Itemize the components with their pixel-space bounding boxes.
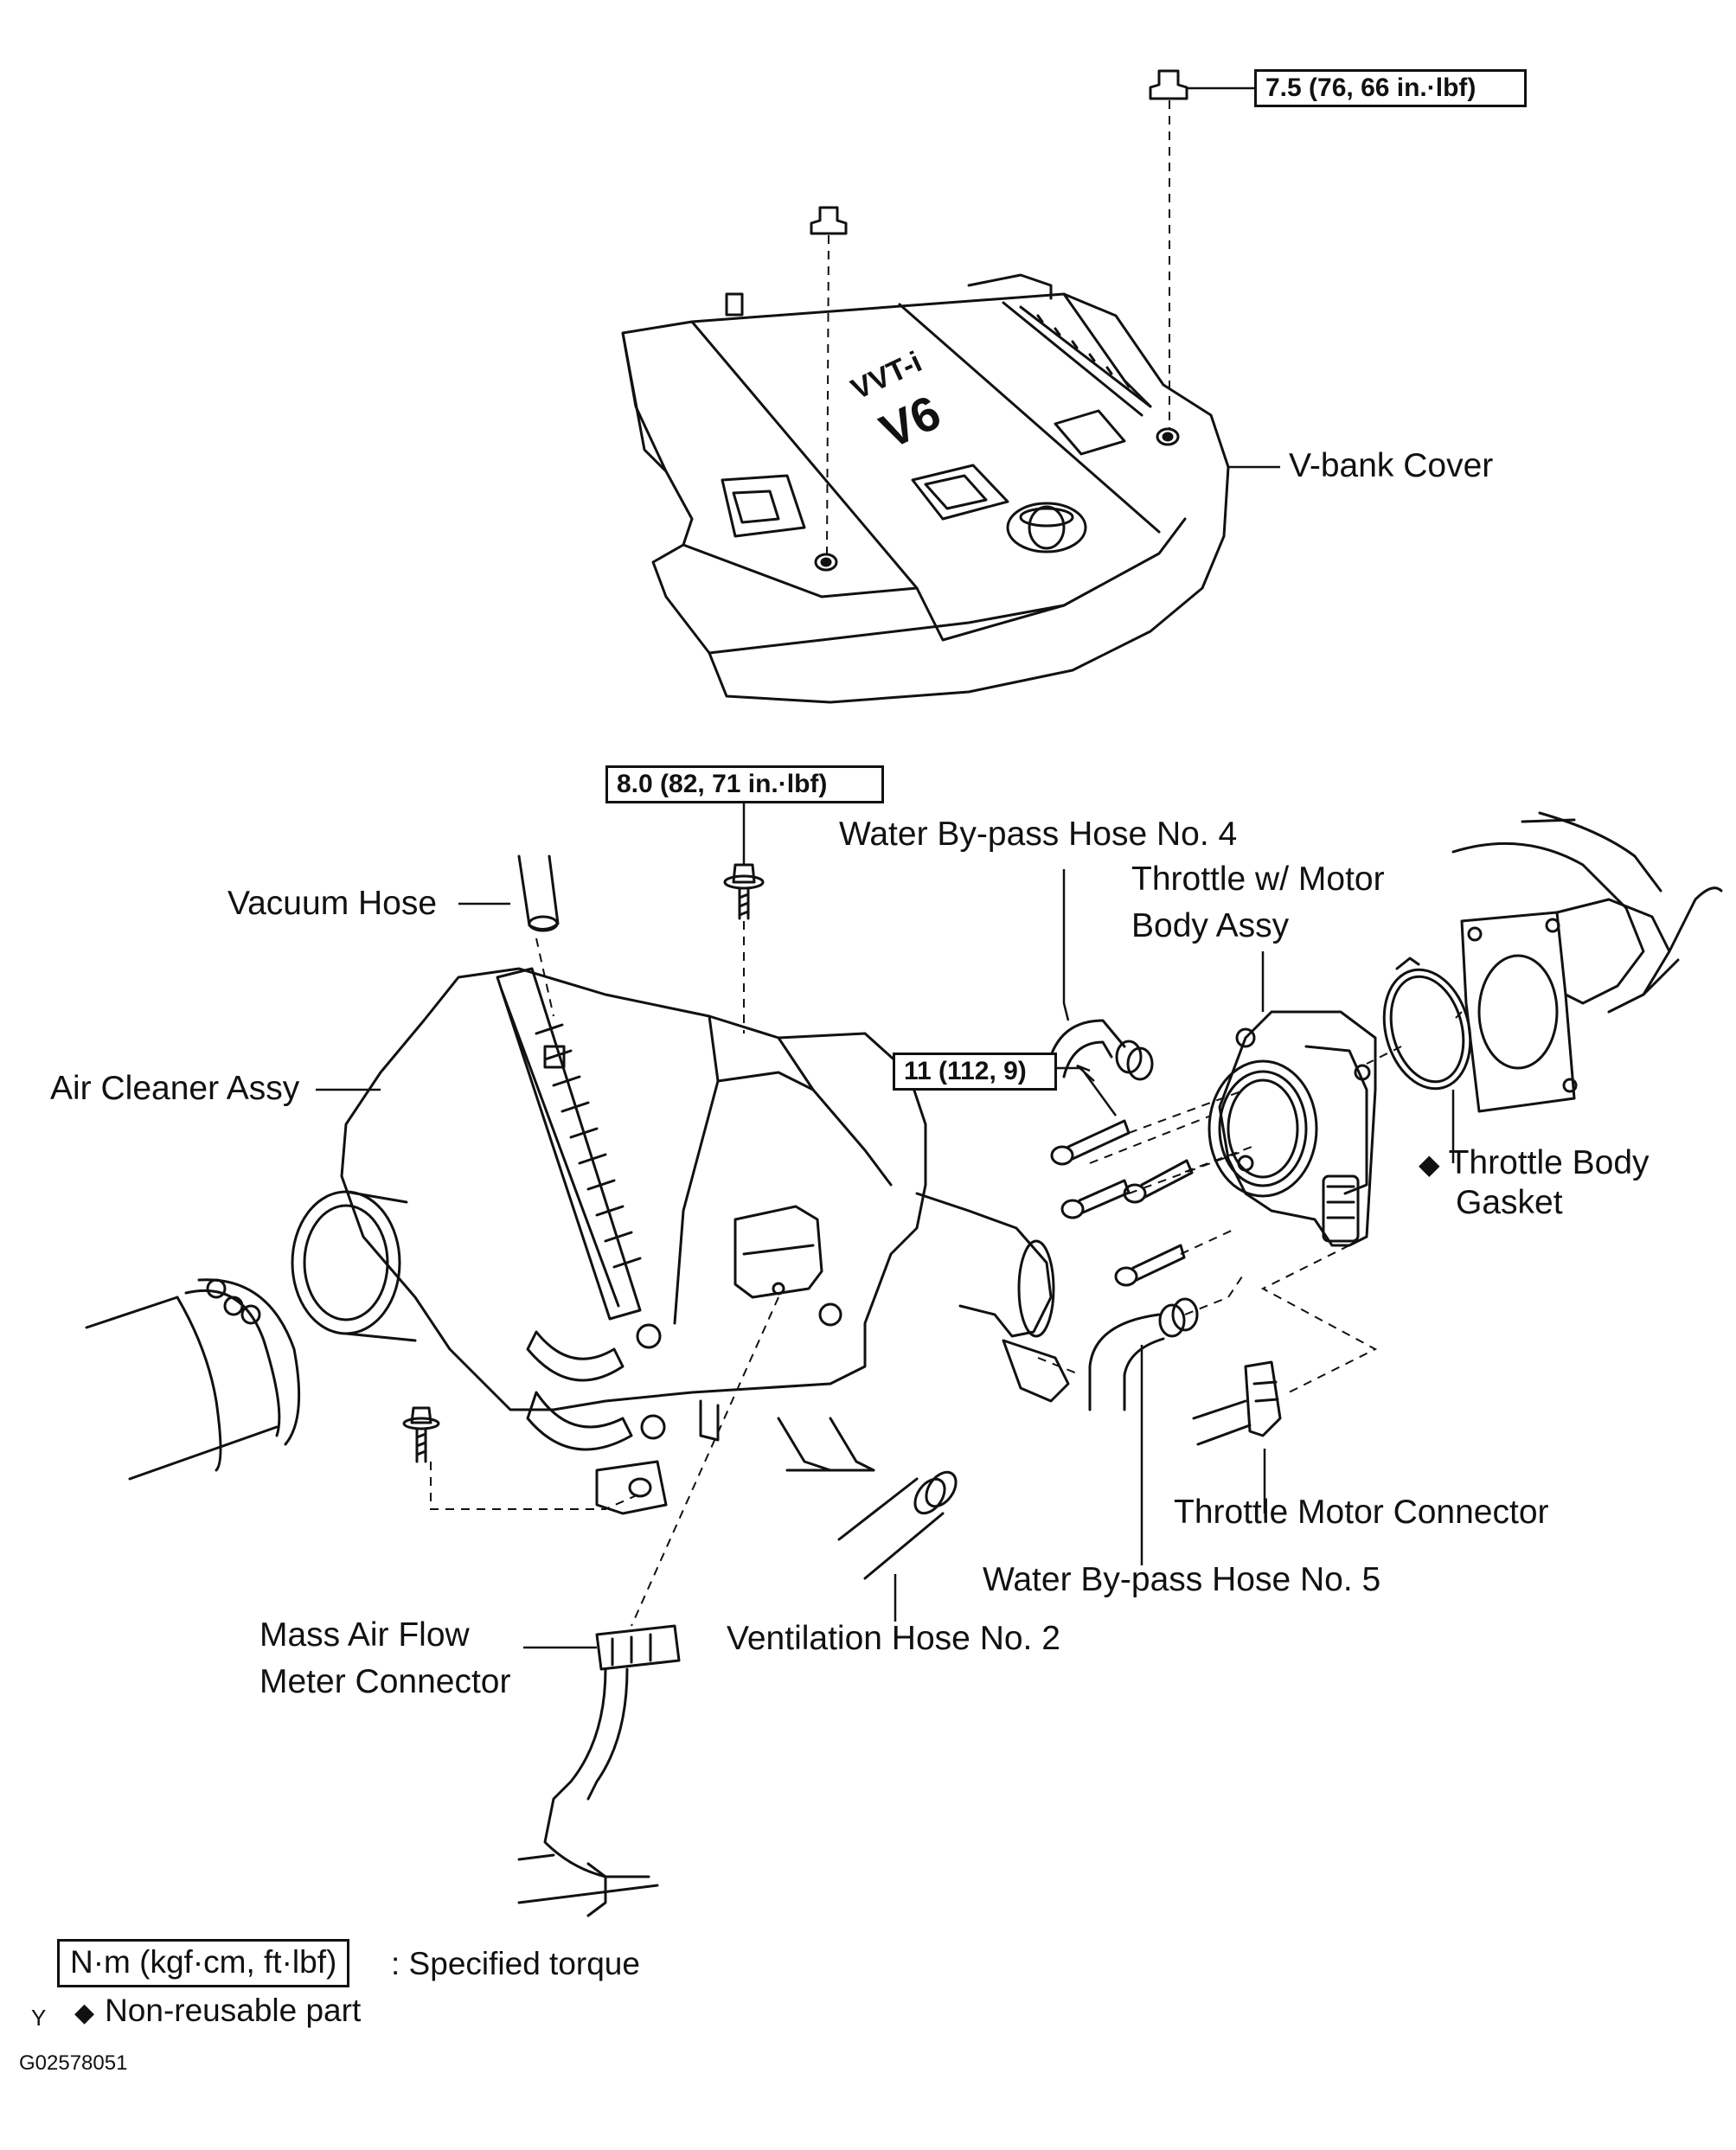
air-cleaner-bolt-lower [402,1406,440,1463]
air-cleaner-assy-drawing [85,967,1070,1515]
v-bank-cover-drawing [621,273,1230,704]
corner-letter: Y [31,2005,47,2031]
intake-plenum-drawing [1451,811,1723,1113]
throttle-bolt-2 [1060,1179,1131,1219]
label-maf-connector-line1: Mass Air Flow [259,1616,470,1654]
label-throttle-gasket-text: Throttle Body [1448,1144,1650,1181]
legend-non-reusable-text: Non-reusable part [105,1993,362,2028]
maf-connector-drawing [517,1624,681,1917]
non-reusable-icon: ◆ [1419,1149,1440,1180]
vacuum-hose-drawing [517,854,560,932]
torque-air-cleaner-bolt: 8.0 (82, 71 in.·lbf) [605,765,884,803]
label-ventilation-hose-2: Ventilation Hose No. 2 [727,1620,1060,1657]
water-bypass-hose-4-drawing [1045,1019,1154,1081]
label-vacuum-hose: Vacuum Hose [227,885,438,922]
non-reusable-legend-icon: ◆ [74,1999,95,2027]
v-bank-nut-left [810,206,848,235]
ventilation-hose-2-drawing [837,1470,958,1580]
water-bypass-hose-5-drawing [1088,1297,1199,1411]
throttle-gasket-drawing [1382,957,1472,1091]
legend-non-reusable: ◆ Non-reusable part [74,1987,361,2037]
throttle-motor-connector-drawing [1192,1360,1282,1446]
legend-torque-text: : Specified torque [391,1946,640,1981]
label-throttle-gasket-line2: Gasket [1456,1184,1563,1221]
label-throttle-body-line2: Body Assy [1131,907,1290,944]
v-bank-nut-right [1149,69,1188,100]
throttle-bolt-1 [1050,1119,1131,1166]
label-throttle-body-line1: Throttle w/ Motor [1131,861,1385,898]
label-water-bypass-hose-4: Water By-pass Hose No. 4 [839,816,1238,853]
figure-code: G02578051 [19,2051,128,2075]
air-cleaner-bolt-top [723,863,765,920]
label-maf-connector-line2: Meter Connector [259,1663,511,1700]
legend-torque-box: N·m (kgf·cm, ft·lbf) [57,1939,350,1987]
label-water-bypass-hose-5: Water By-pass Hose No. 5 [983,1561,1381,1598]
label-throttle-motor-connector: Throttle Motor Connector [1174,1494,1549,1531]
throttle-bolt-4 [1114,1244,1186,1287]
label-air-cleaner-assy: Air Cleaner Assy [50,1070,300,1107]
throttle-body-drawing [1208,1010,1377,1247]
torque-v-bank-nut: 7.5 (76, 66 in.·lbf) [1254,69,1527,107]
label-throttle-gasket-line1: ◆ Throttle Body [1419,1140,1650,1187]
throttle-bolt-3 [1123,1159,1194,1204]
torque-throttle-bolts: 11 (112, 9) [893,1053,1057,1091]
label-v-bank-cover: V-bank Cover [1289,447,1494,484]
